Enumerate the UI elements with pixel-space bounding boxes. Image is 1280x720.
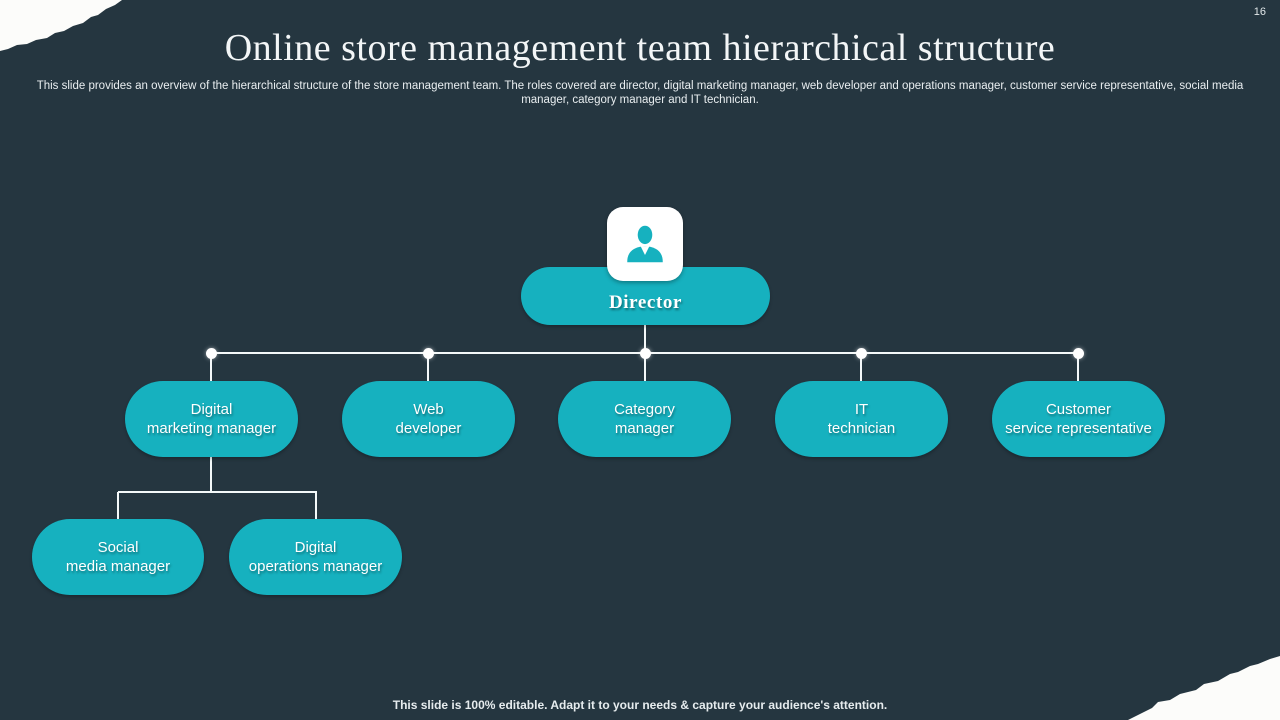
connector-junction-dot	[856, 348, 867, 359]
org-node-label: Digital operations manager	[248, 539, 383, 575]
org-node-label: Web developer	[395, 401, 462, 437]
org-node-label: Category manager	[614, 401, 675, 437]
org-node-label: Director	[608, 292, 683, 313]
connector-junction-dot	[423, 348, 434, 359]
person-icon	[627, 225, 663, 263]
connector-subtree-rail	[118, 491, 317, 493]
org-node-label: Social media manager	[65, 539, 171, 575]
connector-director-drop	[644, 324, 646, 353]
connector-stub	[1077, 353, 1079, 381]
org-node-digital-operations-manager: Digital operations manager	[229, 519, 402, 595]
connector-subtree-drop	[210, 457, 212, 492]
director-icon-card	[607, 207, 683, 281]
org-node-it-technician: IT technician	[775, 381, 948, 457]
org-node-label: Customer service representative	[1005, 401, 1152, 437]
connector-junction-dot	[1073, 348, 1084, 359]
org-node-category-manager: Category manager	[558, 381, 731, 457]
org-node-web-developer: Web developer	[342, 381, 515, 457]
org-node-customer-service-representative: Customer service representative	[992, 381, 1165, 457]
connector-stub	[315, 492, 317, 519]
slide-description: This slide provides an overview of the h…	[36, 80, 1244, 106]
org-node-digital-marketing-manager: Digital marketing manager	[125, 381, 298, 457]
connector-stub	[210, 353, 212, 381]
connector-stub	[117, 492, 119, 519]
editable-note: This slide is 100% editable. Adapt it to…	[392, 698, 888, 712]
connector-junction-dot	[206, 348, 217, 359]
connector-stub	[860, 353, 862, 381]
page-number: 16	[1253, 6, 1266, 18]
org-node-social-media-manager: Social media manager	[32, 519, 204, 595]
connector-stub	[644, 353, 646, 381]
connector-stub	[427, 353, 429, 381]
org-node-label: IT technician	[827, 401, 896, 437]
org-node-label: Digital marketing manager	[146, 401, 277, 437]
connector-junction-dot	[640, 348, 651, 359]
page-title: Online store management team hierarchica…	[224, 27, 1056, 69]
